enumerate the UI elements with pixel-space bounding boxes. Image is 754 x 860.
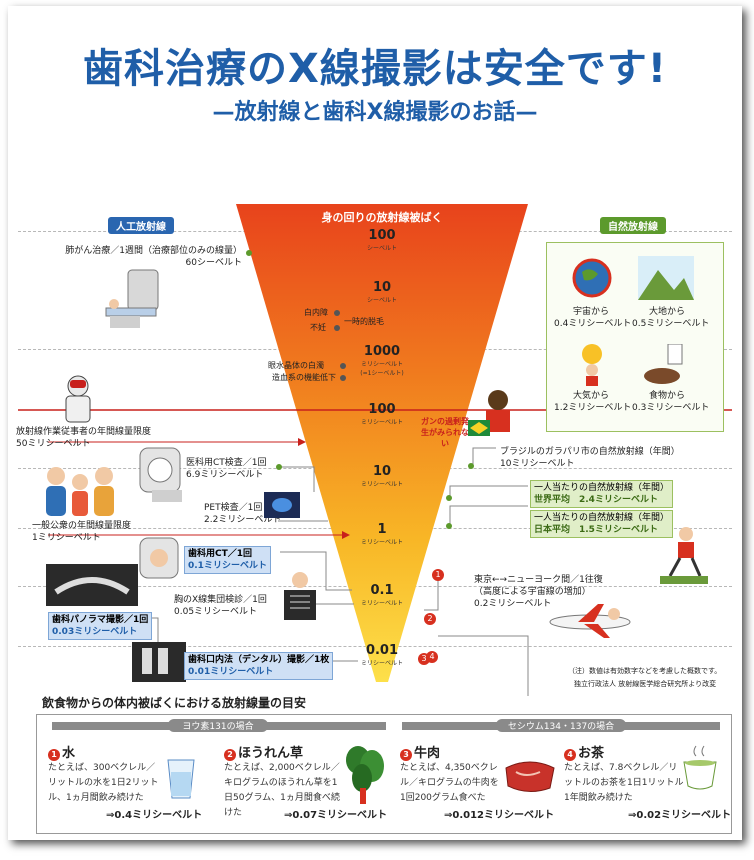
- marker-1: 1: [432, 569, 444, 581]
- effect-dot: [334, 325, 340, 331]
- cone-level: 0.1 ミリシーベルト: [360, 583, 403, 607]
- iodine-tag: ヨウ素131の場合: [168, 719, 268, 732]
- earth-icon: [572, 258, 612, 298]
- beef-icon: [505, 761, 555, 792]
- cone-level: 100 ミリシーベルト: [360, 402, 403, 426]
- panorama-label: 歯科パノラマ撮影／1回 0.03ミリシーベルト: [48, 612, 153, 640]
- world-average-label: 一人当たりの自然放射線（年間） 世界平均 2.4ミリシーベルト: [530, 480, 674, 508]
- cone-level: 10 ミリシーベルト: [360, 464, 403, 488]
- food-label: 食物から 0.3ミリシーベルト: [632, 391, 710, 413]
- poster: 歯科治療のX線撮影は安全です! —放射線と歯科X線撮影のお話—: [8, 6, 742, 840]
- marker-2: 2: [424, 613, 436, 625]
- effect-hairloss: 一時的脱毛: [344, 317, 384, 326]
- family-illustration: [46, 467, 114, 516]
- ct-illustration: [139, 447, 182, 502]
- effect-dot: [334, 310, 340, 316]
- cone-level: 1000 ミリシーベルト (=1シーベルト): [360, 344, 404, 377]
- spinach-result: ⇒0.07ミリシーベルト: [284, 810, 388, 821]
- cone-level: 100 シーベルト: [366, 228, 397, 252]
- spinach-icon: [346, 746, 384, 804]
- cancer-note: ガンの過剰発生がみられない: [421, 417, 469, 448]
- brazil-illustration: [468, 390, 510, 436]
- mountain-icon: [638, 256, 694, 300]
- lung-dot: [246, 250, 252, 256]
- cone-level: 1 ミリシーベルト: [360, 522, 403, 546]
- ct-dot: [276, 464, 282, 470]
- chest-xray-illustration: [284, 572, 316, 620]
- effect-cataract: 白内障: [304, 308, 328, 317]
- sun-person-icon: [582, 344, 602, 386]
- page-title: 歯科治療のX線撮影は安全です!: [82, 46, 668, 92]
- water-result: ⇒0.4ミリシーベルト: [106, 810, 203, 821]
- chest-xray-label: 胸のX線集団検診／1回 0.05ミリシーベルト: [174, 595, 267, 617]
- japan-average-label: 一人当たりの自然放射線（年間） 日本平均 1.5ミリシーベルト: [530, 510, 674, 538]
- beef-result: ⇒0.012ミリシーベルト: [444, 810, 555, 821]
- source-note: 独立行政法人 放射線医学総合研究所より改変: [574, 680, 717, 688]
- medical-ct-label: 医科用CT検査／1回 6.9ミリシーベルト: [186, 458, 267, 480]
- cone-level: 10 シーベルト: [366, 280, 397, 304]
- tea-result: ⇒0.02ミリシーベルト: [628, 810, 732, 821]
- panorama-xray: [46, 564, 138, 606]
- airplane-illustration: [549, 604, 631, 638]
- radiotherapy-illustration: [105, 269, 159, 328]
- dental-ct-label: 歯科用CT／1回 0.1ミリシーベルト: [184, 546, 271, 574]
- ingestion-panel: [36, 714, 732, 834]
- tea-cup-icon: [683, 745, 717, 790]
- dental-ct-illustration: [139, 537, 179, 579]
- cone-header: 身の回りの放射線被ばく: [321, 211, 443, 224]
- effect-dot: [340, 363, 346, 369]
- space-label: 宇宙から 0.4ミリシーベルト: [554, 307, 632, 329]
- flight-label: 東京←→ニューヨーク間／1往復 （高度による宇宙線の増加） 0.2ミリシーベルト: [474, 575, 603, 609]
- brazil-dot: [468, 463, 474, 469]
- air-label: 大気から 1.2ミリシーベルト: [554, 391, 632, 413]
- public-limit-label: 一般公衆の年間線量限度 1ミリシーベルト: [32, 521, 132, 543]
- effect-opacity: 眼水晶体の白濁: [268, 361, 324, 370]
- ground-label: 大地から 0.5ミリシーベルト: [632, 307, 710, 329]
- artificial-radiation-tag: 人工放射線: [108, 217, 174, 234]
- marker-4: 4: [426, 651, 438, 663]
- brazil-label: ブラジルのガラパリ市の自然放射線（年間） 10ミリシーベルト: [500, 447, 680, 469]
- cone-level: 0.01 ミリシーベルト: [360, 643, 403, 667]
- food-icon: [644, 344, 683, 384]
- ingestion-header: 飲食物からの体内被ばくにおける放射線量の目安: [42, 696, 307, 710]
- worker-illustration: [65, 375, 91, 423]
- footnote: （注）数値は有効数字などを考慮した概数です。: [568, 667, 722, 675]
- effect-hematopoietic: 造血系の機能低下: [272, 373, 336, 382]
- runner-illustration: [660, 527, 708, 584]
- pet-image: [264, 492, 300, 518]
- natural-radiation-tag: 自然放射線: [600, 217, 666, 234]
- lung-cancer-label: 肺がん治療／1週間（治療部位のみの線量） 60シーベルト: [65, 246, 242, 268]
- japan-dot: [446, 523, 452, 529]
- pet-label: PET検査／1回 2.2ミリシーベルト: [204, 503, 282, 525]
- effect-sterile: 不妊: [310, 323, 326, 332]
- worker-limit-label: 放射線作業従事者の年間線量限度 50ミリシーベルト: [16, 427, 152, 449]
- cesium-tag: セシウム134・137の場合: [496, 719, 626, 732]
- dental-xray-film: [132, 642, 186, 682]
- cone-shape: [236, 204, 528, 682]
- world-dot: [446, 495, 452, 501]
- dental-xray-label: 歯科口内法（デンタル）撮影／1枚 0.01ミリシーベルト: [184, 652, 334, 680]
- page-subtitle: —放射線と歯科X線撮影のお話—: [212, 100, 538, 125]
- water-glass-icon: [167, 759, 195, 799]
- effect-dot: [340, 375, 346, 381]
